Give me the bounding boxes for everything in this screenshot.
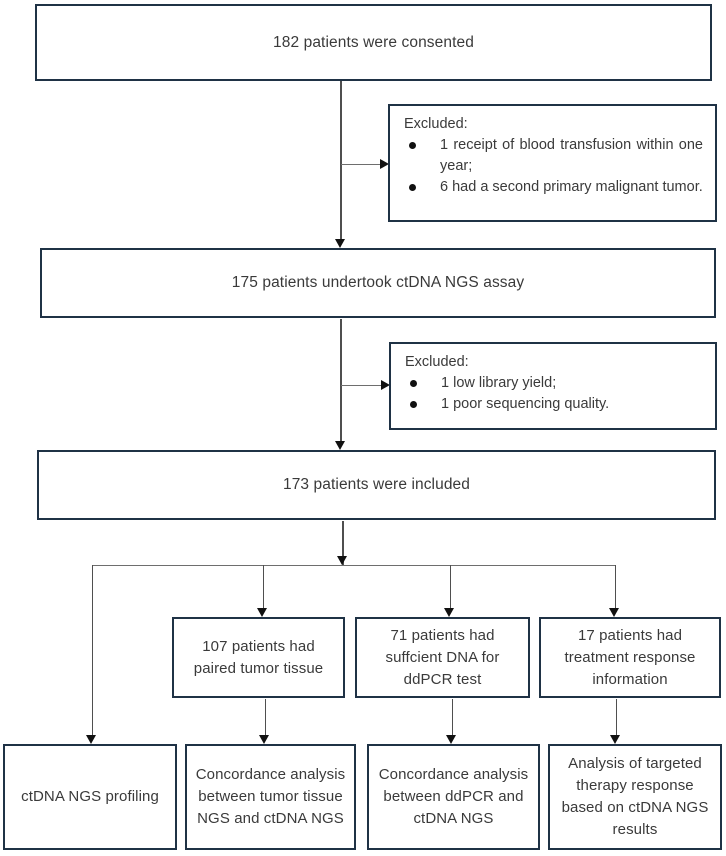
arrowhead-down-concordance-tissue-icon	[259, 735, 269, 744]
box-concordance-ddpcr: Concordance analysis between ddPCR and c…	[367, 744, 540, 850]
connector-consented-to-assay	[340, 81, 342, 240]
box-concordance-tissue: Concordance analysis between tumor tissu…	[185, 744, 356, 850]
connector-drop-profiling	[91, 565, 93, 735]
excluded-2-item: 1 low library yield;	[405, 373, 703, 394]
box-ctdna-ngs-assay-label: 175 patients undertook ctDNA NGS assay	[231, 274, 525, 291]
box-ddpcr-dna: 71 patients had suffcient DNA for ddPCR …	[355, 617, 530, 698]
connector-treatment-to-analysis	[615, 699, 617, 736]
box-ctdna-ngs-profiling: ctDNA NGS profiling	[3, 744, 177, 850]
arrowhead-down-profiling-icon	[86, 735, 96, 744]
excluded-1-item: 6 had a second primary malignant tumor.	[404, 177, 703, 198]
arrowhead-down-analysis-icon	[610, 735, 620, 744]
connector-drop-tumor-tissue	[262, 565, 264, 608]
excluded-1-item: 1 receipt of blood transfusion within on…	[404, 135, 703, 177]
box-treatment-response-info: 17 patients had treatment response infor…	[539, 617, 721, 698]
box-ctdna-ngs-assay: 175 patients undertook ctDNA NGS assay	[40, 248, 716, 318]
box-concordance-ddpcr-label: Concordance analysis between ddPCR and c…	[378, 766, 529, 827]
connector-included-to-split	[342, 521, 344, 565]
excluded-1-title: Excluded:	[404, 116, 468, 132]
box-patients-included-label: 173 patients were included	[282, 476, 470, 493]
excluded-2-item: 1 poor sequencing quality.	[405, 394, 703, 415]
arrowhead-right-excluded-2-icon	[381, 380, 390, 390]
box-excluded-2: Excluded: 1 low library yield; 1 poor se…	[389, 342, 717, 430]
connector-assay-to-included	[340, 319, 342, 444]
arrowhead-down-tumor-tissue-icon	[257, 608, 267, 617]
arrowhead-down-assay-icon	[335, 239, 345, 248]
connector-split-horizontal	[92, 565, 616, 567]
box-concordance-tissue-label: Concordance analysis between tumor tissu…	[195, 766, 346, 827]
arrowhead-down-included-icon	[335, 441, 345, 450]
box-therapy-response-analysis: Analysis of targeted therapy response ba…	[548, 744, 722, 850]
box-ctdna-ngs-profiling-label: ctDNA NGS profiling	[21, 788, 159, 805]
connector-ddpcr-to-concordance	[451, 699, 453, 736]
box-patients-included: 173 patients were included	[37, 450, 716, 520]
connector-drop-ddpcr	[449, 565, 451, 608]
box-patients-consented: 182 patients were consented	[35, 4, 712, 81]
arrowhead-down-split-icon	[337, 556, 347, 565]
connector-tissue-to-concordance	[264, 699, 266, 736]
box-paired-tumor-tissue-label: 107 patients had paired tumor tissue	[193, 637, 324, 677]
box-paired-tumor-tissue: 107 patients had paired tumor tissue	[172, 617, 345, 698]
box-treatment-response-info-label: 17 patients had treatment response infor…	[564, 626, 696, 688]
connector-drop-treatment	[614, 565, 616, 608]
arrowhead-down-concordance-ddpcr-icon	[446, 735, 456, 744]
box-therapy-response-analysis-label: Analysis of targeted therapy response ba…	[561, 755, 709, 838]
box-ddpcr-dna-label: 71 patients had suffcient DNA for ddPCR …	[385, 626, 500, 688]
box-patients-consented-label: 182 patients were consented	[273, 33, 474, 51]
arrowhead-down-treatment-icon	[609, 608, 619, 617]
arrowhead-down-ddpcr-icon	[444, 608, 454, 617]
connector-branch-excluded-1	[341, 164, 382, 166]
connector-branch-excluded-2	[341, 385, 383, 387]
box-excluded-1: Excluded: 1 receipt of blood transfusion…	[388, 104, 717, 222]
arrowhead-right-excluded-1-icon	[380, 159, 389, 169]
excluded-2-title: Excluded:	[405, 354, 469, 370]
